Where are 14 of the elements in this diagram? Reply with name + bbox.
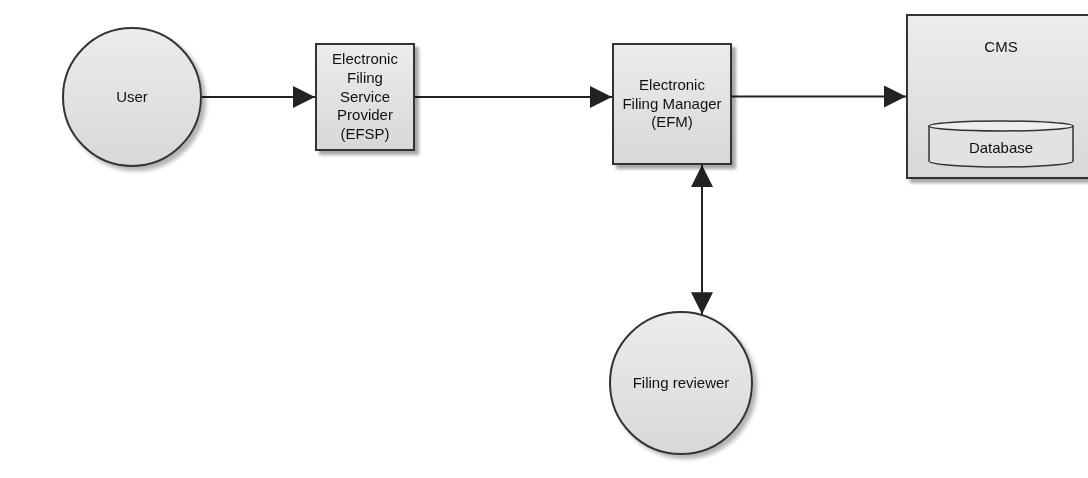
node-label: CMS <box>984 38 1018 57</box>
node-label: Filing reviewer <box>632 373 730 393</box>
process-box <box>315 43 415 151</box>
arrow <box>414 86 613 108</box>
arrow <box>691 164 713 316</box>
system-box <box>906 14 1088 179</box>
database-cylinder <box>928 120 1074 168</box>
arrow <box>201 86 316 108</box>
node-label: User <box>116 87 148 107</box>
process-box <box>612 43 732 165</box>
arrow <box>731 85 907 108</box>
node-label: Database <box>968 138 1034 158</box>
node-label: Electronic Filing Service Provider (EFSP) <box>331 50 399 144</box>
node-label: Electronic Filing Manager (EFM) <box>621 75 723 133</box>
